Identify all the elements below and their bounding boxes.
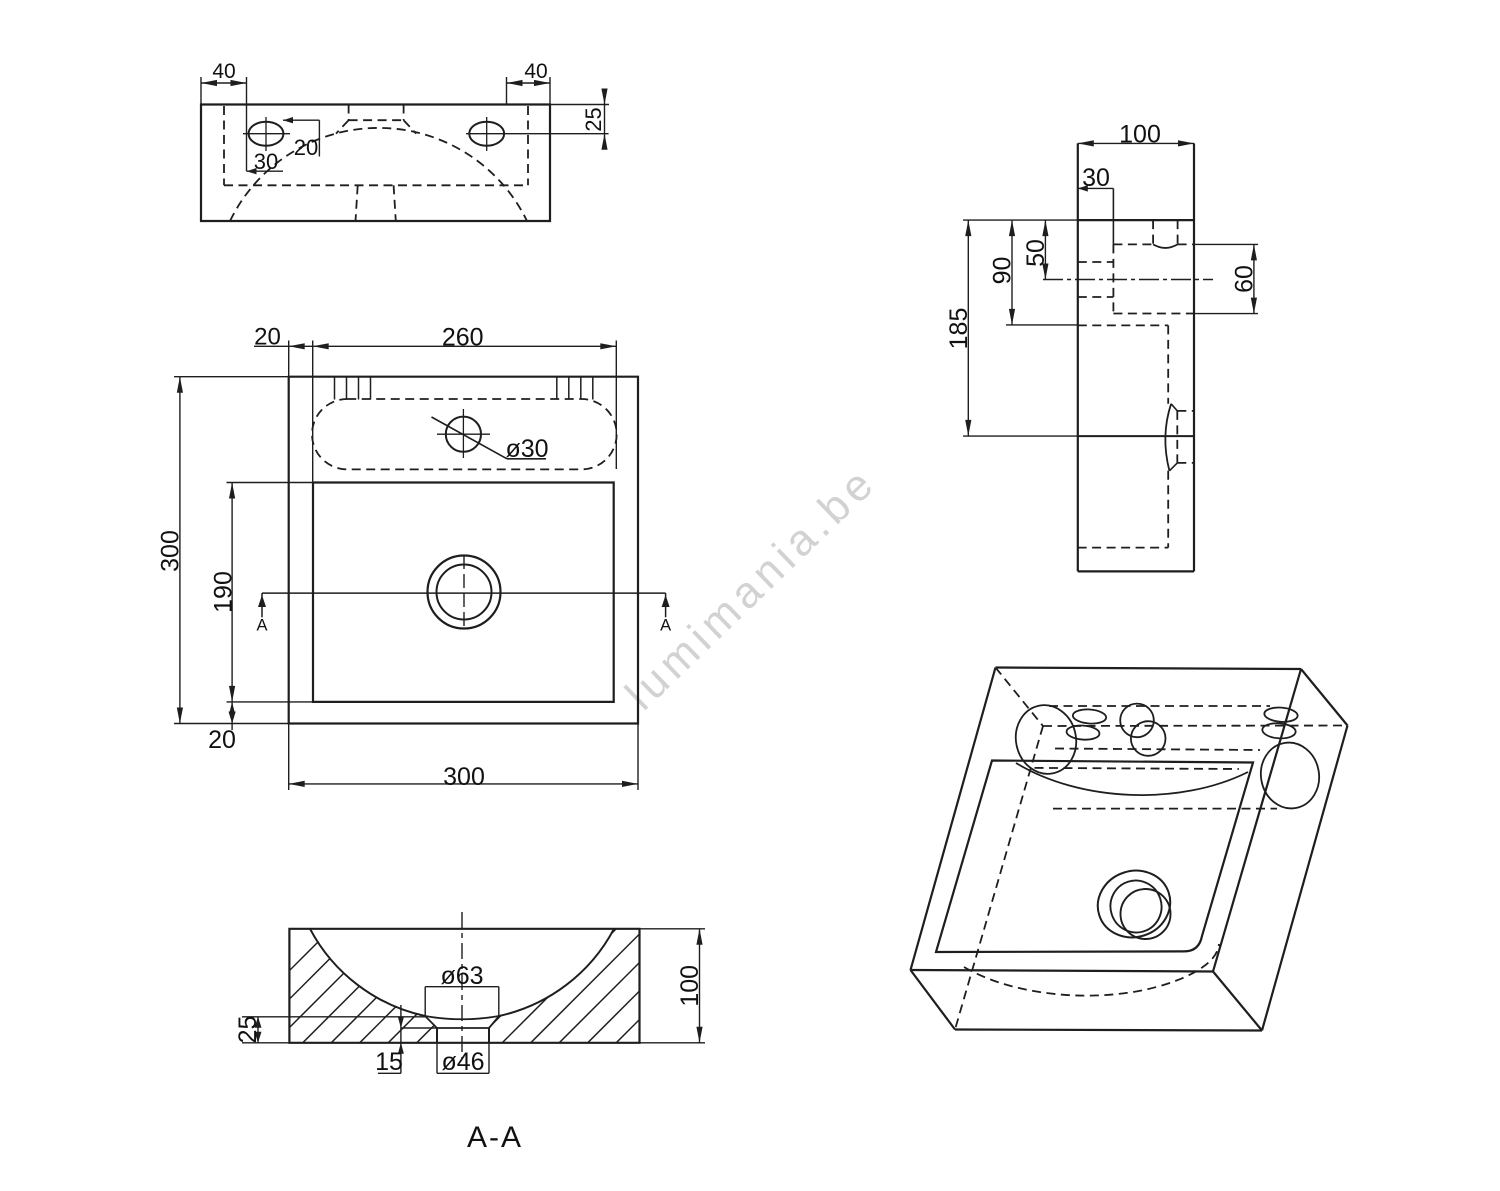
svg-text:A-A: A-A [467,1121,523,1154]
svg-text:185: 185 [945,308,973,350]
svg-text:190: 190 [210,571,238,613]
svg-text:260: 260 [442,324,484,352]
svg-text:A: A [660,617,671,635]
svg-text:20: 20 [294,135,318,160]
svg-text:20: 20 [254,324,281,351]
svg-text:ø46: ø46 [441,1048,484,1076]
svg-text:25: 25 [234,1016,262,1044]
svg-text:A: A [256,617,267,635]
svg-text:300: 300 [157,530,185,572]
svg-text:40: 40 [212,60,235,83]
svg-text:20: 20 [208,726,236,754]
svg-text:100: 100 [1119,121,1161,149]
svg-text:90: 90 [989,257,1017,285]
svg-text:30: 30 [254,149,278,174]
svg-text:300: 300 [443,763,485,791]
svg-text:50: 50 [1022,239,1050,267]
svg-text:100: 100 [676,965,704,1007]
svg-text:ø30: ø30 [505,435,548,463]
svg-text:30: 30 [1082,164,1110,192]
svg-text:25: 25 [581,107,606,131]
svg-text:15: 15 [375,1048,403,1076]
svg-text:60: 60 [1231,265,1259,293]
svg-text:40: 40 [524,60,547,83]
svg-text:ø63: ø63 [440,962,483,990]
